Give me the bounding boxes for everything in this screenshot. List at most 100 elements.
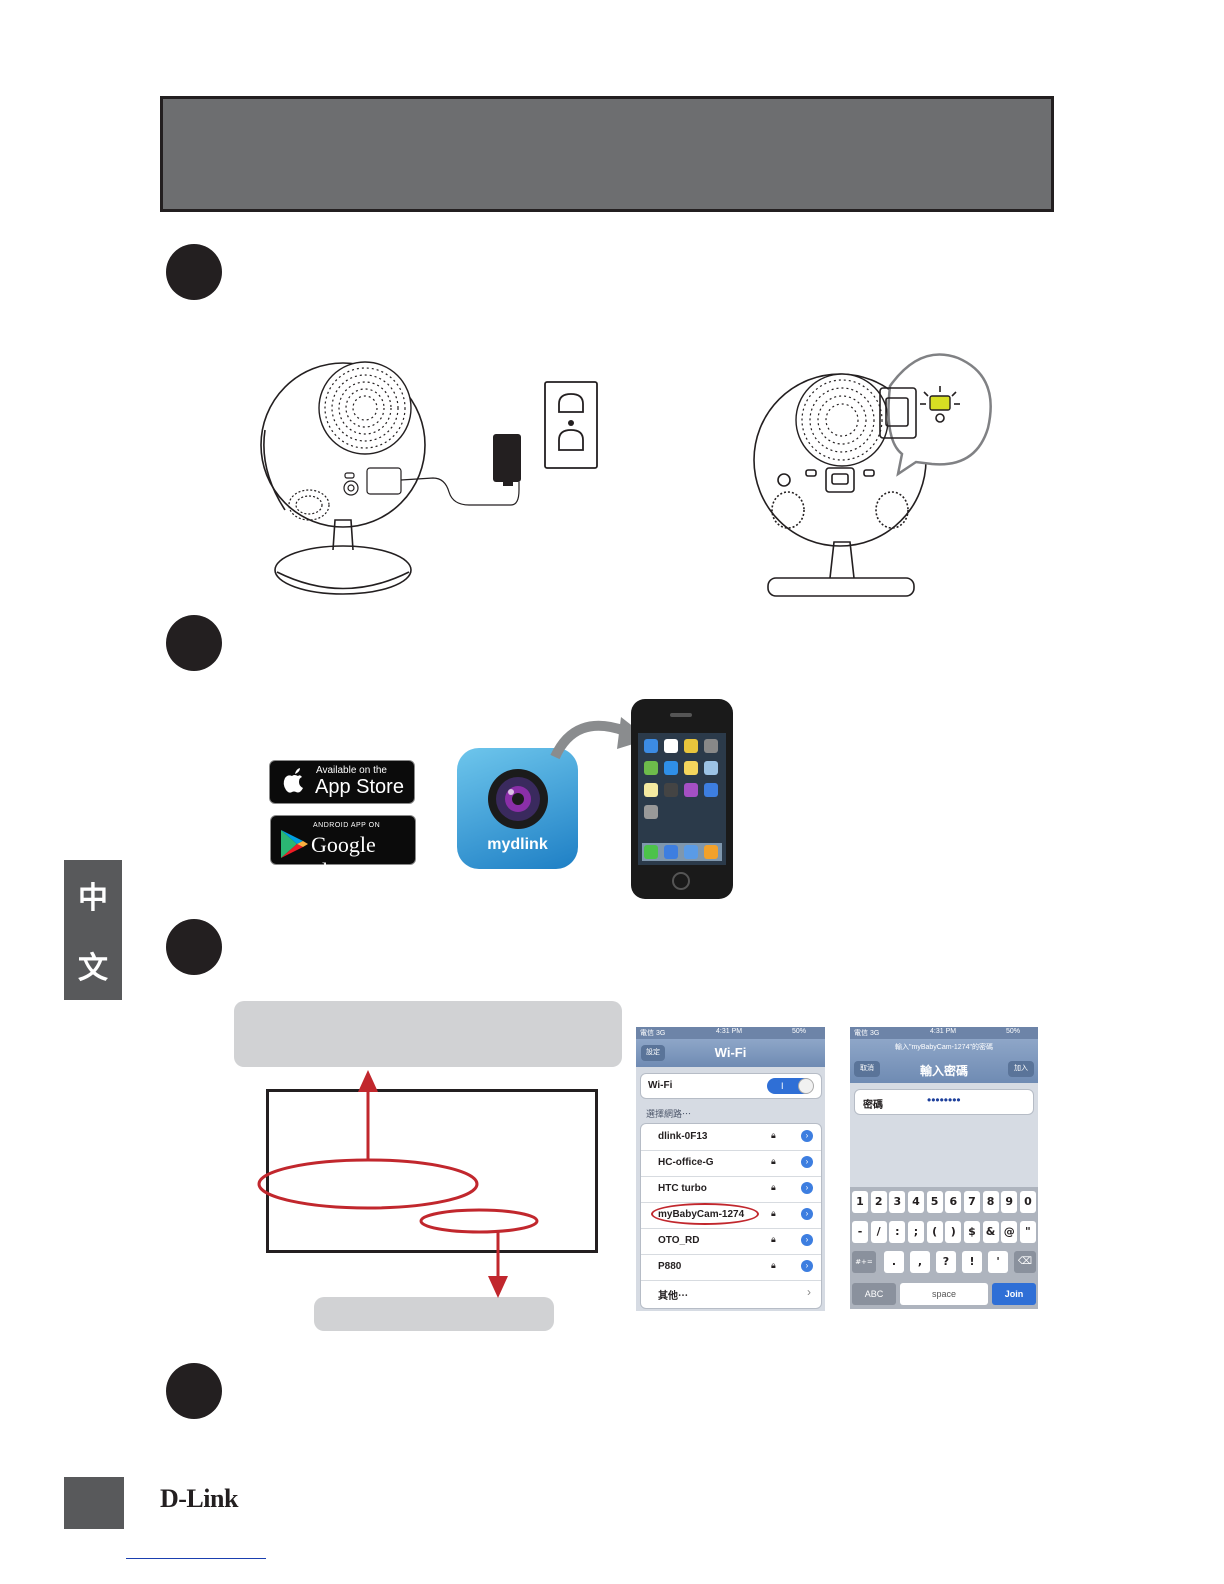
key-dash[interactable]: - (852, 1221, 868, 1243)
apple-icon (283, 768, 303, 793)
network-row[interactable]: OTO_RD 🔒︎ › (641, 1228, 821, 1255)
back-button[interactable]: 設定 (641, 1045, 665, 1061)
key-symbols-switch[interactable]: #+= (852, 1251, 876, 1273)
key-7[interactable]: 7 (963, 1191, 980, 1213)
key-abc[interactable]: ABC (852, 1283, 896, 1305)
network-name: OTO_RD (658, 1235, 700, 1246)
status-time: 4:31 PM (716, 1028, 743, 1035)
footer-underline (126, 1558, 266, 1559)
key-3[interactable]: 3 (889, 1191, 906, 1213)
lock-wifi-icon: 🔒︎ (771, 1130, 776, 1140)
key-semicolon[interactable]: ; (907, 1221, 924, 1243)
network-row[interactable]: HTC turbo 🔒︎ › (641, 1176, 821, 1203)
join-top-button[interactable]: 加入 (1008, 1061, 1034, 1077)
keyboard-row-2: - / : ; ( ) $ & @ " (852, 1221, 1036, 1243)
network-name: P880 (658, 1261, 682, 1272)
lock-wifi-icon: 🔒︎ (771, 1182, 776, 1192)
network-row[interactable]: dlink-0F13 🔒︎ › (641, 1124, 821, 1151)
highlight-ellipse (651, 1203, 759, 1225)
key-at[interactable]: @ (1001, 1221, 1018, 1243)
navigation-bar: 輸入"myBabyCam-1274"的密碼 取消 輸入密碼 加入 (850, 1039, 1038, 1083)
other-network-label: 其他⋯ (658, 1291, 688, 1302)
network-name: HTC turbo (658, 1183, 707, 1194)
status-time: 4:31 PM (930, 1028, 957, 1035)
lock-wifi-icon: 🔒︎ (771, 1260, 776, 1270)
key-question[interactable]: ? (936, 1251, 956, 1273)
password-field-value: •••••••• (927, 1093, 961, 1107)
key-comma[interactable]: , (910, 1251, 930, 1273)
key-close-paren[interactable]: ) (945, 1221, 962, 1243)
key-open-paren[interactable]: ( (926, 1221, 943, 1243)
key-dollar[interactable]: $ (963, 1221, 980, 1243)
keyboard-row-1: 1 2 3 4 5 6 7 8 9 0 (852, 1191, 1036, 1213)
key-quote[interactable]: " (1019, 1221, 1036, 1243)
key-space[interactable]: space (900, 1283, 988, 1305)
step-1-marker (166, 244, 222, 300)
lock-wifi-icon: 🔒︎ (771, 1234, 776, 1244)
key-ampersand[interactable]: & (982, 1221, 999, 1243)
dlink-logo: D-Link (160, 1484, 238, 1513)
key-apostrophe[interactable]: ' (988, 1251, 1008, 1273)
step-4-marker (166, 1363, 222, 1419)
camera-power-illustration (260, 361, 598, 595)
wifi-toggle-row: Wi-Fi I (640, 1073, 822, 1099)
keyboard-row-3: #+= . , ? ! ' ⌫ (852, 1251, 1036, 1275)
ssid-callout-box (234, 1001, 622, 1067)
app-store-subtitle: Available on the (316, 765, 387, 776)
wifi-toggle-knob (798, 1078, 814, 1094)
password-entry-screenshot: 電信 3G 4:31 PM 50% 輸入"myBabyCam-1274"的密碼 … (850, 1027, 1038, 1309)
mydlink-app-icon[interactable]: mydlink (457, 748, 578, 869)
camera-led-illustration (753, 353, 992, 597)
navigation-bar: 設定 Wi-Fi (636, 1039, 825, 1067)
google-play-title: Google play (311, 832, 376, 883)
key-0[interactable]: 0 (1019, 1191, 1036, 1213)
network-row-highlighted[interactable]: myBabyCam-1274 🔒︎ › (641, 1202, 821, 1229)
lock-wifi-icon: 🔒︎ (771, 1156, 776, 1166)
key-9[interactable]: 9 (1001, 1191, 1018, 1213)
label-annotation-overlay (257, 1070, 539, 1298)
detail-disclosure-icon[interactable]: › (801, 1260, 813, 1272)
key-join[interactable]: Join (992, 1283, 1036, 1305)
detail-disclosure-icon[interactable]: › (801, 1182, 813, 1194)
smartphone-illustration (631, 699, 733, 899)
key-5[interactable]: 5 (926, 1191, 943, 1213)
status-bar: 電信 3G 4:31 PM 50% (850, 1027, 1038, 1039)
key-2[interactable]: 2 (870, 1191, 887, 1213)
key-period[interactable]: . (884, 1251, 904, 1273)
status-carrier: 電信 3G (854, 1030, 880, 1037)
key-colon[interactable]: : (889, 1221, 906, 1243)
detail-disclosure-icon[interactable]: › (801, 1156, 813, 1168)
password-field[interactable]: 密碼 •••••••• (854, 1089, 1034, 1115)
status-bar: 電信 3G 4:31 PM 50% (636, 1027, 825, 1039)
network-row[interactable]: P880 🔒︎ › (641, 1254, 821, 1281)
google-play-subtitle: ANDROID APP ON (313, 822, 381, 829)
cancel-button[interactable]: 取消 (854, 1061, 880, 1077)
key-1[interactable]: 1 (852, 1191, 868, 1213)
status-battery: 50% (792, 1028, 807, 1035)
network-row[interactable]: HC-office-G 🔒︎ › (641, 1150, 821, 1177)
password-title: 輸入密碼 (919, 1064, 968, 1078)
detail-disclosure-icon[interactable]: › (801, 1208, 813, 1220)
language-char-1: 中 (78, 881, 108, 916)
password-prompt: 輸入"myBabyCam-1274"的密碼 (895, 1044, 993, 1051)
app-store-badge[interactable]: Available on the App Store (269, 760, 415, 804)
detail-disclosure-icon[interactable]: › (801, 1130, 813, 1142)
backspace-key-icon[interactable]: ⌫ (1014, 1251, 1036, 1273)
wifi-toggle-label: Wi-Fi (648, 1080, 673, 1091)
google-play-badge[interactable]: ANDROID APP ON Google play (270, 815, 416, 883)
chevron-right-icon: › (807, 1285, 811, 1299)
key-4[interactable]: 4 (907, 1191, 924, 1213)
key-slash[interactable]: / (870, 1221, 887, 1243)
key-exclaim[interactable]: ! (962, 1251, 982, 1273)
wifi-settings-screenshot: 電信 3G 4:31 PM 50% 設定 Wi-Fi Wi-Fi I 選擇網路⋯… (636, 1027, 825, 1311)
other-network-row[interactable]: 其他⋯ › (641, 1280, 821, 1306)
detail-disclosure-icon[interactable]: › (801, 1234, 813, 1246)
key-6[interactable]: 6 (945, 1191, 962, 1213)
status-battery: 50% (1006, 1028, 1021, 1035)
choose-network-label: 選擇網路⋯ (646, 1109, 692, 1119)
key-8[interactable]: 8 (982, 1191, 999, 1213)
keyboard-row-4: ABC space Join (852, 1283, 1036, 1307)
step-3-marker (166, 919, 222, 975)
status-carrier: 電信 3G (640, 1030, 666, 1037)
network-name: HC-office-G (658, 1157, 714, 1168)
